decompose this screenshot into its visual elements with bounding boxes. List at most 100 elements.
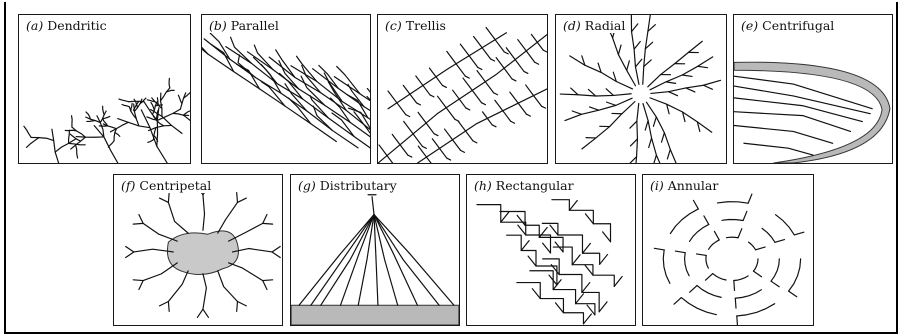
stream-line <box>432 139 439 149</box>
stream-line <box>643 15 651 84</box>
stream-line <box>417 103 421 105</box>
stream-line <box>460 44 469 56</box>
stream-line <box>651 80 721 93</box>
stream-line <box>734 98 862 122</box>
stream-line <box>72 116 73 127</box>
stream-line <box>237 302 246 306</box>
stream-line <box>76 145 78 158</box>
stream-line <box>486 28 495 40</box>
stream-line <box>119 99 129 102</box>
stream-line <box>374 214 454 305</box>
stream-line <box>744 143 813 155</box>
stream-line <box>469 56 478 68</box>
stream-line <box>534 96 542 107</box>
stream-line <box>153 116 163 126</box>
panel-label: (i) Annular <box>648 178 720 193</box>
stream-line <box>161 88 170 101</box>
panel-letter: (c) <box>385 18 402 33</box>
stream-line <box>539 228 547 238</box>
stream-line <box>410 94 417 103</box>
stream-line <box>734 276 748 281</box>
trellis-drawing <box>378 15 547 163</box>
stream-line <box>517 215 525 225</box>
stream-line <box>26 138 38 148</box>
stream-line <box>526 114 530 116</box>
stream-line <box>582 243 590 253</box>
stream-line <box>168 193 169 203</box>
panel-distributary: (g) Distributary <box>290 174 460 326</box>
stream-line <box>218 271 238 302</box>
panel-annular: (i) Annular <box>642 174 814 326</box>
stream-line <box>667 149 670 158</box>
stream-line <box>614 277 622 287</box>
stream-line <box>263 214 267 223</box>
stream-line <box>453 140 461 151</box>
stream-line <box>753 259 758 271</box>
stream-line <box>438 96 447 108</box>
panel-radial: (d) Radial <box>555 14 727 164</box>
stream-line <box>168 202 188 233</box>
stream-line <box>698 66 708 67</box>
stream-line <box>697 286 721 298</box>
stream-line <box>447 158 451 160</box>
stream-line <box>388 91 397 103</box>
stream-line <box>160 302 169 306</box>
stream-line <box>734 126 833 144</box>
stream-line <box>458 121 465 131</box>
stream-line <box>406 115 410 117</box>
stream-line <box>445 129 453 140</box>
stream-line <box>600 254 608 264</box>
stream-line <box>650 98 712 132</box>
stream-line <box>599 302 607 312</box>
stream-line <box>178 95 182 103</box>
stream-line <box>482 103 486 105</box>
stream-line <box>618 45 621 54</box>
dendritic-drawing <box>19 15 190 163</box>
stream-line <box>434 134 438 136</box>
stream-line <box>571 88 578 95</box>
panel-label: (g) Distributary <box>296 178 399 193</box>
stream-line <box>504 52 508 54</box>
stream-line <box>631 15 639 84</box>
stream-line <box>408 155 412 157</box>
stream-line <box>565 98 632 120</box>
panel-letter: (f) <box>121 178 135 193</box>
stream-line <box>644 60 651 67</box>
rectangular-drawing <box>467 175 635 325</box>
panel-label: (h) Rectangular <box>472 178 576 193</box>
stream-line <box>697 254 707 255</box>
panel-letter: (b) <box>209 18 227 33</box>
stream-line <box>168 302 169 312</box>
stream-line <box>436 77 443 86</box>
stream-line <box>542 106 546 108</box>
stream-line <box>70 134 80 141</box>
stream-line <box>231 37 252 63</box>
stream-line <box>263 280 273 281</box>
stream-line <box>714 231 719 240</box>
stream-line <box>466 131 473 141</box>
stream-line <box>340 214 374 305</box>
stream-line <box>157 109 180 120</box>
stream-line <box>653 117 656 126</box>
stream-line <box>690 286 697 293</box>
stream-line <box>713 274 726 280</box>
stream-line <box>682 75 692 76</box>
stream-line <box>87 121 96 122</box>
stream-line <box>397 103 406 115</box>
stream-line <box>148 140 154 143</box>
stream-line <box>114 129 116 141</box>
stream-line <box>52 129 59 163</box>
stream-line <box>416 76 423 85</box>
panel-name: Radial <box>585 18 626 33</box>
stream-line <box>447 51 456 63</box>
stream-line <box>72 127 86 137</box>
stream-line <box>674 298 681 305</box>
stream-line <box>494 93 498 95</box>
stream-line <box>706 274 713 281</box>
stream-line <box>173 113 189 115</box>
panel-letter: (e) <box>741 18 758 33</box>
stream-line <box>771 259 779 281</box>
stream-line <box>237 193 238 203</box>
stream-line <box>635 59 641 67</box>
stream-line <box>556 303 564 313</box>
